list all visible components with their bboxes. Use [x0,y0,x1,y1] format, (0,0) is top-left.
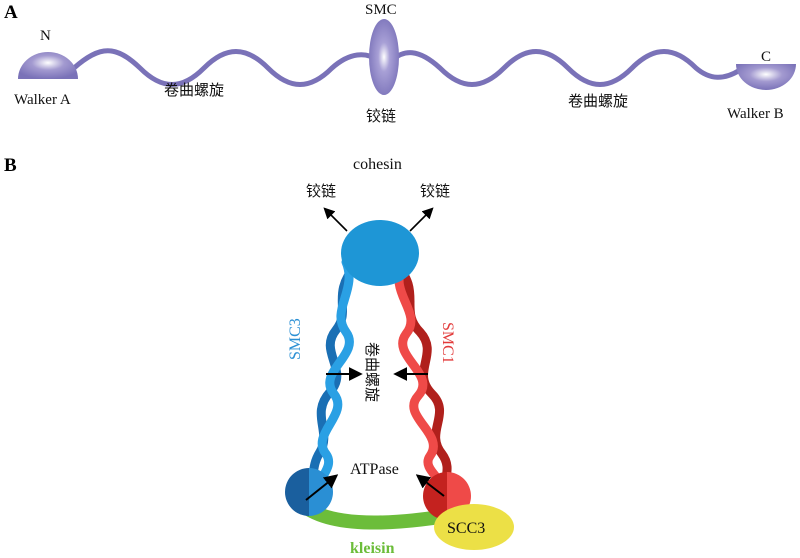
c-terminus-label: C [761,49,771,65]
scc3-subunit [434,504,514,550]
panel-a-label: A [4,2,18,23]
scc3-label: SCC3 [447,520,485,537]
smc-hinge-domain [369,19,399,95]
smc3-label: SMC3 [287,318,304,360]
cohesin-hinge [341,220,419,286]
cohesin-title: cohesin [353,156,402,173]
hinge-right-label: 铰链 [420,182,450,200]
coiled-coil-left-label: 卷曲螺旋 [164,81,224,99]
walker-b-label: Walker B [727,106,784,122]
smc-label: SMC [365,2,397,18]
panel-a-coiled-coil-left-line [71,48,381,87]
hinge-left-arrow [323,207,348,232]
smc1-coiled-coil [389,257,453,497]
kleisin-label: kleisin [350,540,395,557]
panel-a-coiled-coil-right-line [389,49,743,87]
walker-a-domain [18,52,78,79]
n-terminus-label: N [40,28,51,44]
smc1-label: SMC1 [439,322,456,364]
coiled-coil-right-label: 卷曲螺旋 [568,92,628,110]
hinge-right-arrow [409,207,434,232]
coiled-coil-vertical-label: 卷曲螺旋 [363,342,381,402]
atpase-right-arrow [415,474,445,497]
hinge-left-label: 铰链 [306,182,336,200]
hinge-label: 铰链 [366,107,396,125]
smc3-coiled-coil [303,257,361,497]
atpase-label: ATPase [350,461,399,478]
walker-b-domain [736,64,796,90]
panel-b-label: B [4,155,17,176]
walker-a-label: Walker A [14,92,71,108]
atpase-left-arrow [305,474,339,501]
smc3-atpase-head [285,468,333,516]
